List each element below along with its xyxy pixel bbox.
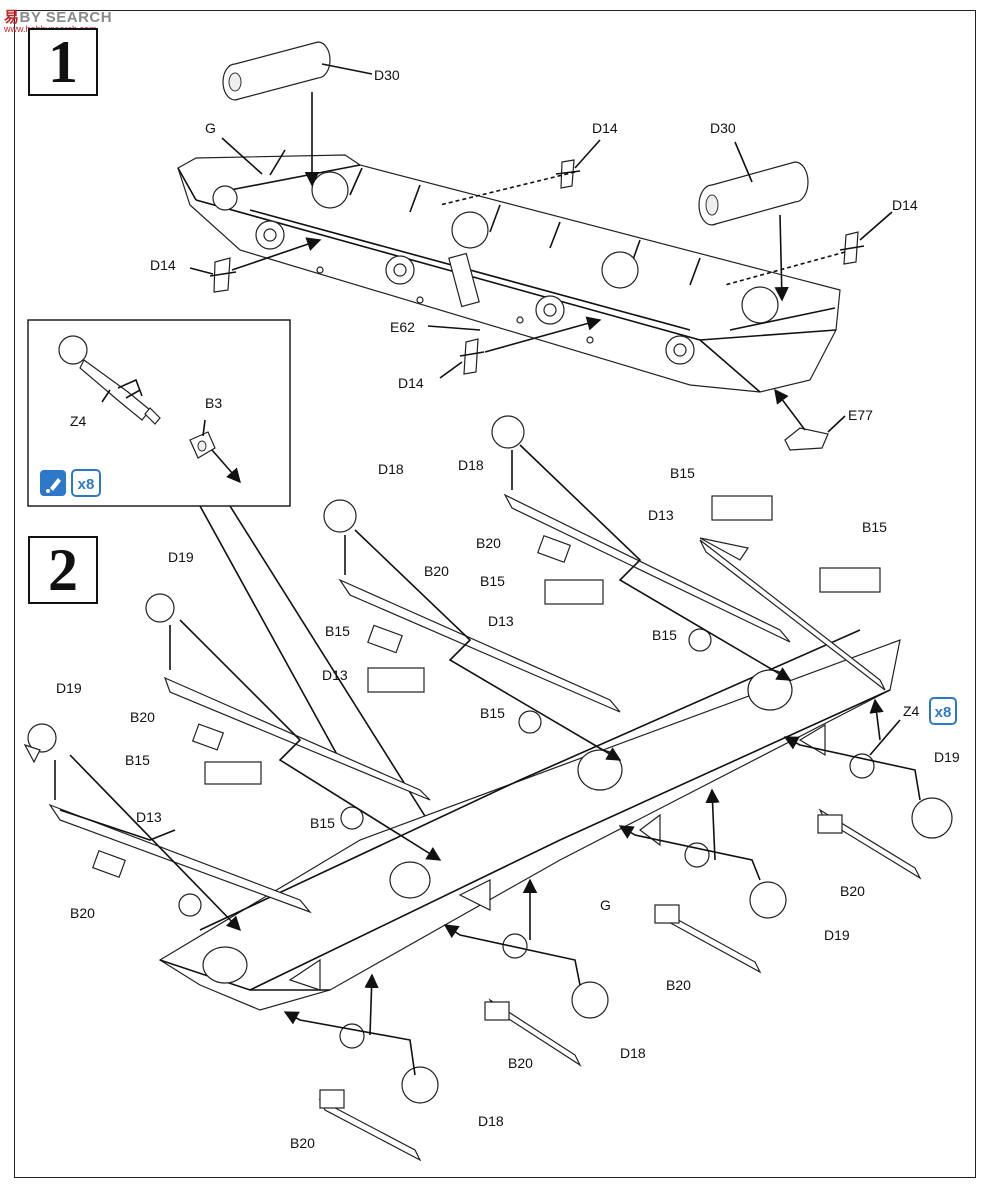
cylinder-part-d30-left [222,41,331,101]
bracket-part-d14-c [839,231,865,265]
step-1-diagram: D30 G D14 D30 D14 D14 E62 D14 E77 [150,41,918,451]
label-b15-e: B15 [325,623,350,639]
label-b15-d: B15 [652,627,677,643]
label-d14-right: D14 [892,197,918,213]
label-d18-a: D18 [620,1045,646,1061]
label-g-step1: G [205,120,216,136]
z4-multiplier-text: x8 [935,704,952,721]
ball-parts [178,628,875,1049]
inset-multiplier-text: x8 [78,476,95,493]
label-b15-f: B15 [480,705,505,721]
multiplier-badge-z4: x8 [929,697,957,725]
suspension-arm-4 [491,415,791,643]
label-b15-b: B15 [862,519,887,535]
cylinder-part-d30-right [698,161,809,226]
label-d18-top: D18 [458,457,484,473]
glue-icon [40,470,66,496]
label-e77: E77 [848,407,873,423]
bracket-part-d14-d [459,338,485,375]
label-b20-a: B20 [130,709,155,725]
step-2-diagram: D18 D18 D19 D19 B20 B20 B20 B15 B15 B15 … [23,415,960,1162]
label-b15-h: B15 [310,815,335,831]
label-d13-d: D13 [136,809,162,825]
label-b15-g: B15 [125,752,150,768]
label-b15-c: B15 [480,573,505,589]
label-d19-d: D19 [824,927,850,943]
suspension-arm-5 [699,495,886,691]
hull-part-g [177,149,841,393]
label-d14-top: D14 [592,120,618,136]
watermark-text: BY SEARCH [19,9,113,26]
label-d13-b: D13 [488,613,514,629]
suspension-arm-3 [323,499,621,713]
label-d30-right: D30 [710,120,736,136]
label-d13-c: D13 [322,667,348,683]
suspension-arm-2 [145,593,431,801]
label-b20-c: B20 [476,535,501,551]
inset-label-b3: B3 [205,395,222,411]
label-d18-b: D18 [478,1113,504,1129]
inset-z4-b3: Z4 B3 x8 [27,319,291,507]
label-d19-a: D19 [168,549,194,565]
chassis-part-g [158,629,901,1011]
label-b20-b: B20 [424,563,449,579]
label-d18-top-left: D18 [378,461,404,477]
step-2-number: 2 [28,536,98,604]
watermark: 易BY SEARCH [4,6,112,27]
label-d19-c: D19 [934,749,960,765]
multiplier-badge-inset: x8 [71,469,101,497]
label-d30-left: D30 [374,67,400,83]
inset-label-z4: Z4 [70,413,87,429]
label-b15-a: B15 [670,465,695,481]
label-b20-e: B20 [290,1135,315,1151]
lower-arm-4 [817,797,953,880]
label-g-step2: G [600,897,611,913]
label-b20-g: B20 [666,977,691,993]
lower-arm-1 [318,1066,439,1162]
label-d14-bottom: D14 [398,375,424,391]
label-b20-h: B20 [840,883,865,899]
bracket-part-d14-a [209,257,237,293]
label-b20-d: B20 [70,905,95,921]
label-d14-left: D14 [150,257,176,273]
label-z4: Z4 [903,703,920,719]
watermark-logo: 易 [4,9,20,26]
suspension-arm-1 [23,723,312,914]
label-e62: E62 [390,319,415,335]
lower-arm-3 [654,881,787,974]
step-1-number: 1 [28,28,98,96]
part-e77 [784,427,829,451]
page-frame [14,10,976,1178]
lower-arm-2 [484,981,609,1067]
label-d13-a: D13 [648,507,674,523]
label-d19-b: D19 [56,680,82,696]
label-b20-f: B20 [508,1055,533,1071]
